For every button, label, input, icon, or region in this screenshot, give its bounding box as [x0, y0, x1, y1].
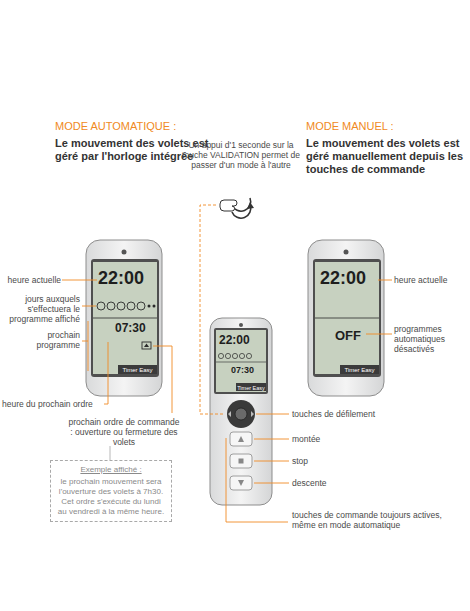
- leader-line: [254, 461, 289, 462]
- down-button: [230, 476, 252, 490]
- remote-center: [210, 318, 272, 505]
- lcd-digits: OFF: [335, 329, 361, 342]
- leader-line: [378, 280, 392, 281]
- drawing-part: [118, 365, 157, 374]
- drawing-part: [107, 302, 115, 310]
- drawing-part: [218, 353, 223, 358]
- dashed-leader: [200, 205, 225, 414]
- callout-label: jours auxquels s'effectuera le programme…: [2, 294, 80, 325]
- lcd-digits: 07:30: [231, 366, 254, 375]
- scroll-wheel: [227, 400, 255, 428]
- callout-label: touches de commande toujours actives, mê…: [292, 510, 442, 530]
- drawing-part: [122, 250, 127, 255]
- lcd-digits: 22:00: [98, 269, 144, 287]
- brand-label: Timer Easy: [118, 366, 157, 375]
- stop-button: [230, 454, 252, 468]
- lcd-digits: 07:30: [115, 322, 146, 334]
- lcd-digits: 22:00: [219, 334, 250, 346]
- callout-label: heure du prochain ordre: [2, 399, 102, 409]
- callout-label: heure actuelle: [3, 275, 61, 285]
- leader-line: [110, 446, 111, 460]
- drawing-part: [232, 205, 251, 218]
- callout-label: programmes automatiques désactivés: [394, 324, 466, 355]
- drawing-part: [313, 259, 381, 377]
- drawing-part: [137, 302, 145, 310]
- bracket: [226, 438, 288, 522]
- drawing-part: [239, 323, 243, 327]
- note-heading: Exemple affiché :: [56, 465, 166, 475]
- lcd-screen: 22:00OFF: [315, 262, 379, 362]
- drawing-part: [344, 250, 349, 255]
- drawing-part: [153, 305, 156, 308]
- remote-left: [86, 240, 162, 396]
- drawing-part: [93, 318, 157, 319]
- drawing-part: [86, 240, 162, 396]
- leader-line: [254, 439, 289, 440]
- drawing-part: [232, 353, 237, 358]
- drawing-part: [218, 353, 251, 358]
- drawing-part: [93, 262, 157, 374]
- callout-label: prochain programme: [2, 330, 80, 350]
- drawing-part: [216, 362, 266, 363]
- mode-heading: MODE MANUEL :: [306, 120, 466, 133]
- drawing-part: [220, 200, 237, 211]
- leader-line: [153, 346, 172, 413]
- lcd-digits: 22:00: [320, 269, 366, 287]
- drawing-part: [144, 344, 149, 348]
- drawing-part: [91, 259, 159, 377]
- up-button: [230, 432, 252, 446]
- callout-label: heure actuelle: [394, 275, 466, 285]
- leader-line: [104, 342, 108, 404]
- drawing-part: [97, 302, 105, 310]
- drawing-part: [308, 240, 384, 396]
- lcd-screen: 22:00 07:30: [216, 330, 266, 380]
- example-note: Exemple affiché : le prochain mouvement s…: [50, 460, 172, 522]
- drawing-part: [127, 302, 135, 310]
- note-text: le prochain mouvement sera l'ouverture d…: [56, 477, 166, 517]
- leader-line: [366, 334, 392, 335]
- drawing-part: [117, 302, 125, 310]
- callout-label: descente: [292, 478, 372, 488]
- drawing-part: [238, 436, 244, 442]
- drawing-part: [97, 302, 145, 310]
- mode-description: Le mouvement des volets est géré manuell…: [306, 137, 466, 177]
- leader-line: [256, 414, 289, 415]
- drawing-part: [216, 330, 266, 392]
- mode-switch-icon: [220, 198, 254, 218]
- drawing-part: [148, 305, 151, 308]
- drawing-part: [239, 459, 244, 464]
- remote-right: [308, 240, 384, 396]
- drawing-part: [247, 202, 254, 209]
- drawing-part: [238, 480, 244, 486]
- drawing-part: [235, 408, 247, 420]
- brand-label: Timer Easy: [236, 384, 266, 393]
- callout-label: stop: [292, 456, 372, 466]
- drawing-part: [142, 342, 151, 349]
- callout-label: prochain ordre de commande : ouverture o…: [68, 417, 180, 448]
- callout-label: montée: [292, 434, 372, 444]
- drawing-part: [228, 411, 254, 417]
- drawing-part: [315, 262, 379, 374]
- bracket: [82, 321, 88, 371]
- drawing-part: [239, 353, 244, 358]
- lcd-screen: 22:0007:30: [93, 262, 157, 318]
- brand-label: Timer Easy: [340, 366, 379, 375]
- callout-label: touches de défilement: [292, 409, 412, 419]
- mode-heading: MODE AUTOMATIQUE :: [55, 120, 225, 133]
- drawing-part: [210, 318, 272, 505]
- drawing-part: [214, 328, 268, 394]
- leader-line: [254, 483, 289, 484]
- leader-line: [82, 306, 96, 307]
- drawing-part: [225, 353, 230, 358]
- drawing-part: [315, 318, 379, 319]
- switch-note: Un appui d'1 seconde sur la touche VALID…: [180, 140, 302, 171]
- leader-line: [62, 280, 97, 281]
- drawing-part: [246, 353, 251, 358]
- drawing-part: [340, 365, 379, 374]
